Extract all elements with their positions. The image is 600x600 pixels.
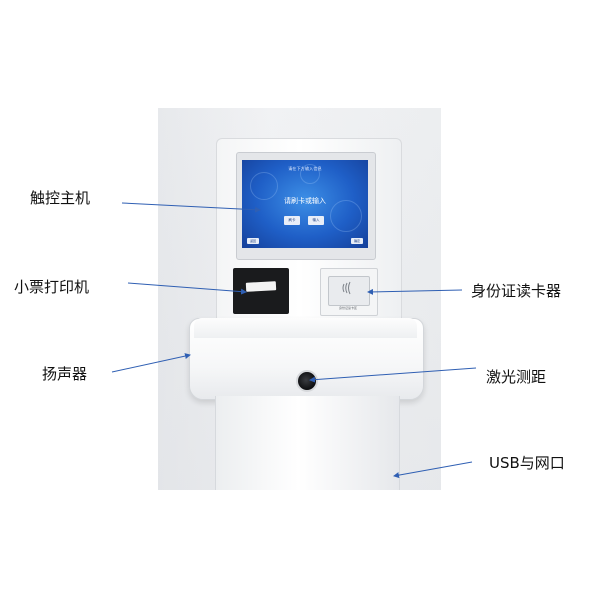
screen-button-left: 刷卡 [284, 216, 300, 225]
label-speaker: 扬声器 [42, 365, 88, 383]
desk-top-surface [194, 318, 417, 338]
arrow-laser-ranging [309, 367, 477, 383]
screen-pattern [250, 172, 278, 200]
screen-corner-right: 确定 [351, 238, 363, 244]
laser-sensor [296, 370, 318, 392]
arrow-usb-network [393, 461, 473, 479]
card-reader-caption: 身份证读卡区 [338, 306, 357, 310]
arrow-speaker [111, 353, 191, 373]
screen-title: 请在下方输入信息 [288, 166, 322, 171]
label-ticket-printer: 小票打印机 [14, 278, 90, 296]
arrow-id-card-reader [367, 288, 463, 295]
contactless-icon [342, 281, 351, 295]
screen-pattern [330, 200, 362, 232]
screen-pattern [300, 164, 320, 184]
screen-button-right: 输入 [308, 216, 324, 225]
label-laser-ranging: 激光测距 [486, 368, 547, 386]
kiosk-pedestal [215, 396, 400, 490]
arrow-ticket-printer [127, 282, 247, 295]
label-id-card-reader: 身份证读卡器 [471, 282, 562, 300]
screen-prompt: 请刷卡或输入 [284, 197, 326, 205]
arrow-touch-host [121, 202, 261, 213]
label-usb-network: USB与网口 [489, 454, 565, 472]
screen-corner-left: 返回 [247, 238, 259, 244]
label-touch-host: 触控主机 [30, 189, 91, 207]
touch-screen: 请在下方输入信息 请刷卡或输入 刷卡 输入 返回 确定 [242, 160, 368, 248]
